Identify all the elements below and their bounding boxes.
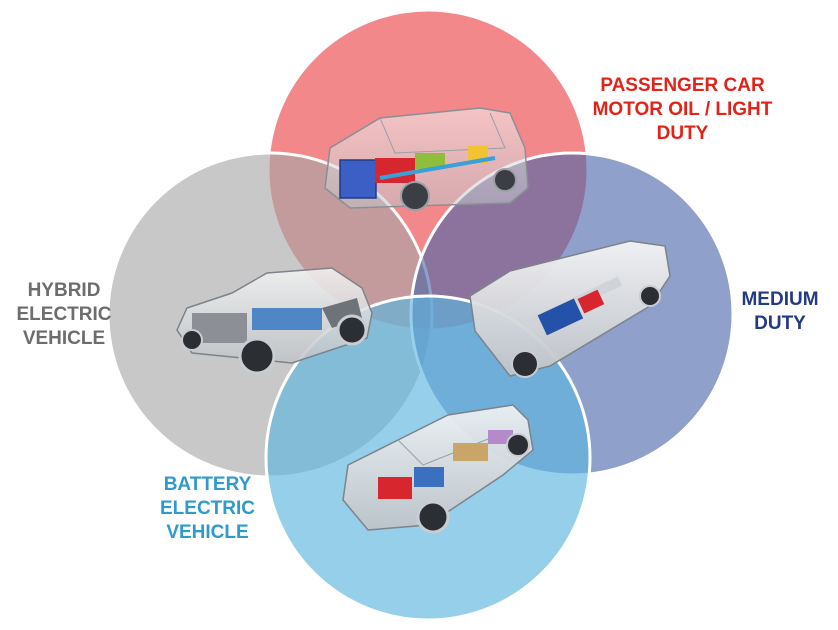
van-cutaway-image <box>469 240 671 378</box>
label-hybrid-line-1: HYBRID <box>27 280 101 301</box>
label-medium-duty: MEDIUM DUTY <box>730 288 830 336</box>
label-battery-line-3: VEHICLE <box>166 522 249 543</box>
label-passenger-car: PASSENGER CAR MOTOR OIL / LIGHT DUTY <box>575 74 790 146</box>
hybrid-sedan-cutaway-image <box>176 267 373 375</box>
label-medium-line-1: MEDIUM <box>741 289 819 310</box>
label-hybrid-line-3: VEHICLE <box>22 328 106 349</box>
label-passenger-line-1: PASSENGER CAR <box>600 75 765 96</box>
label-hybrid-line-2: ELECTRIC <box>16 304 112 325</box>
label-hybrid-electric: HYBRID ELECTRIC VEHICLE <box>4 279 124 351</box>
battery-sedan-cutaway-image <box>342 404 534 534</box>
label-passenger-line-2: MOTOR OIL / LIGHT <box>592 99 773 120</box>
label-battery-line-2: ELECTRIC <box>160 498 255 519</box>
label-battery-line-1: BATTERY <box>163 474 252 495</box>
suv-cutaway-image <box>324 107 529 211</box>
label-battery-electric: BATTERY ELECTRIC VEHICLE <box>140 473 275 545</box>
label-passenger-line-3: DUTY <box>656 123 709 144</box>
label-medium-line-2: DUTY <box>754 313 806 334</box>
